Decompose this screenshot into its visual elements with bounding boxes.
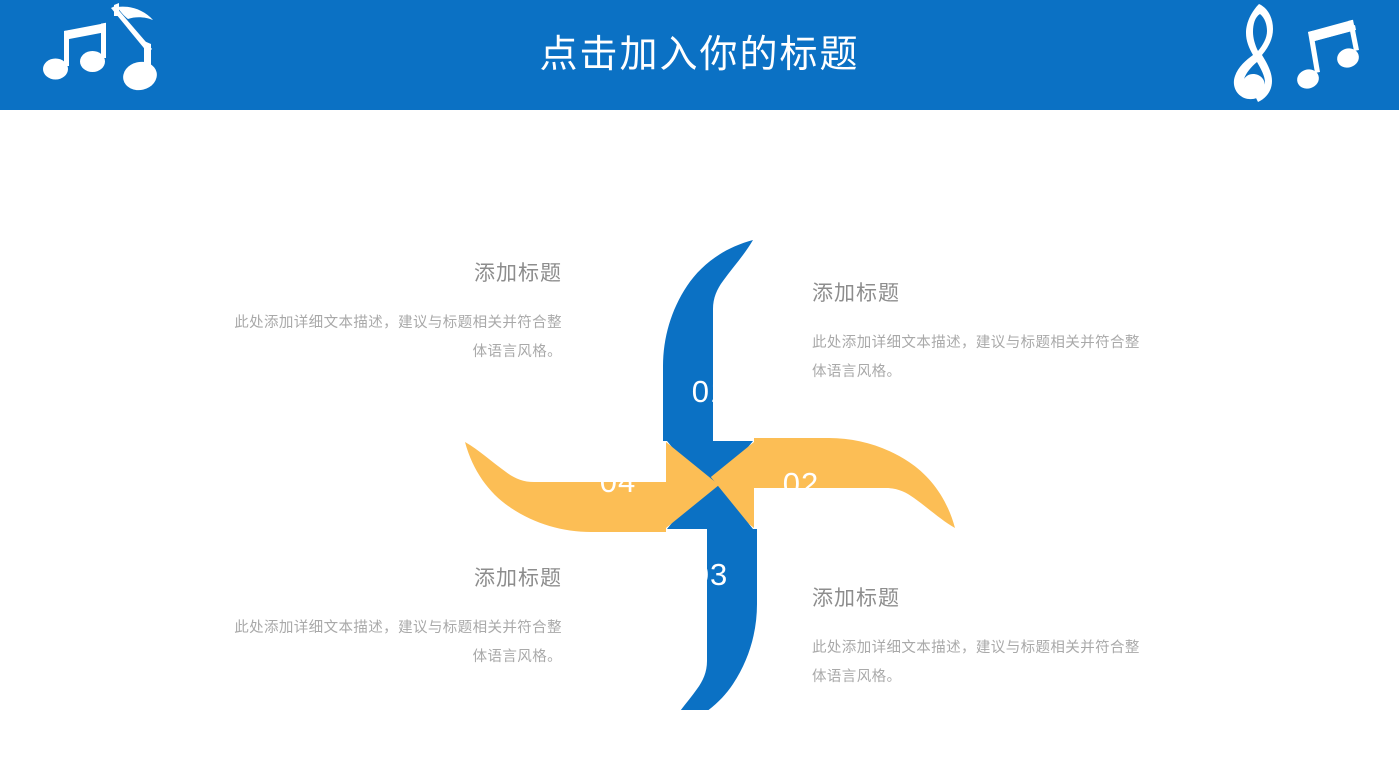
- pinwheel-blade-02[interactable]: 02: [701, 438, 955, 528]
- callout-01[interactable]: 添加标题 此处添加详细文本描述，建议与标题相关并符合整体语言风格。: [232, 257, 562, 367]
- callout-02-title: 添加标题: [812, 282, 900, 305]
- callout-01-body: 此处添加详细文本描述，建议与标题相关并符合整体语言风格。: [234, 315, 562, 360]
- callout-03-body: 此处添加详细文本描述，建议与标题相关并符合整体语言风格。: [234, 620, 562, 665]
- slide-body: 01 02 03 04 添加标题 此处添加详细文本描述，建议与标题相关并符合整体…: [0, 110, 1399, 781]
- pinwheel-diagram: 01 02 03 04: [465, 240, 955, 710]
- callout-04-title: 添加标题: [812, 587, 900, 610]
- callout-02[interactable]: 添加标题 此处添加详细文本描述，建议与标题相关并符合整体语言风格。: [812, 277, 1142, 387]
- callout-04[interactable]: 添加标题 此处添加详细文本描述，建议与标题相关并符合整体语言风格。: [812, 582, 1142, 692]
- treble-clef-and-notes-icon: [1233, 4, 1359, 102]
- callout-03[interactable]: 添加标题 此处添加详细文本描述，建议与标题相关并符合整体语言风格。: [232, 562, 562, 672]
- music-notes-icon: [43, 3, 157, 91]
- blade-04-number: 04: [600, 464, 636, 499]
- blade-01-number: 01: [692, 374, 728, 409]
- callout-01-title: 添加标题: [474, 262, 562, 285]
- header-band: 点击加入你的标题: [0, 0, 1399, 110]
- callout-04-body: 此处添加详细文本描述，建议与标题相关并符合整体语言风格。: [812, 640, 1140, 685]
- callout-03-title: 添加标题: [474, 567, 562, 590]
- pinwheel-blade-03[interactable]: 03: [667, 476, 757, 710]
- pinwheel-blade-04[interactable]: 04: [465, 442, 719, 532]
- blade-03-number: 03: [692, 557, 728, 592]
- blade-02-number: 02: [783, 466, 819, 501]
- page-title: 点击加入你的标题: [539, 34, 860, 76]
- pinwheel-blade-01[interactable]: 01: [663, 240, 753, 494]
- callout-02-body: 此处添加详细文本描述，建议与标题相关并符合整体语言风格。: [812, 335, 1140, 380]
